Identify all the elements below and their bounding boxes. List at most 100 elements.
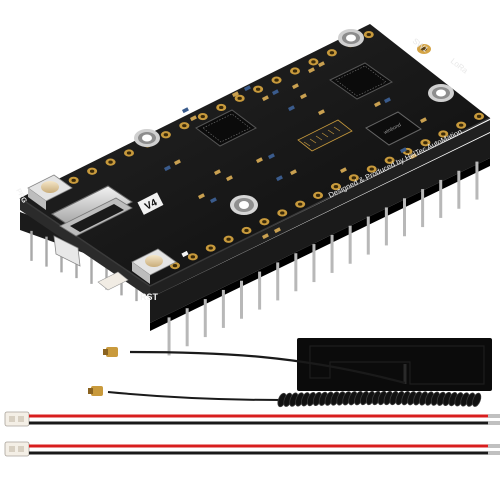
pad-hole [237,96,242,100]
smd-part [272,89,279,96]
header-pin [348,225,352,264]
lora-chip [329,62,393,100]
pad-hole [71,178,76,182]
smd-part [189,115,197,122]
pad-hole [366,32,371,37]
battery-connector [97,271,129,291]
spring-coil [277,390,482,408]
pad-hole [108,160,113,164]
smd-part [317,61,325,68]
smd-part [373,101,381,108]
header-pin [421,189,425,228]
pad-hole [226,237,231,241]
silk-version: V4 [143,197,159,213]
header-pin [240,280,243,319]
pad-hole [292,69,298,73]
smd-part [163,165,171,172]
pad-hole [280,211,285,215]
ipex-connector [417,44,431,54]
pad-hole [333,185,339,189]
pad-hole [182,124,187,128]
mounting-holes [134,29,454,215]
rst-button[interactable]: RST [131,248,177,302]
header-pin [366,216,370,255]
pad-hole [423,141,428,145]
board-edge-front [150,120,490,298]
pad-hole [274,78,279,82]
header-pin [185,308,189,347]
smd-part [307,67,315,74]
mounting-hole-right [428,84,454,102]
battery-cable-2 [4,441,500,457]
header-pin [45,236,48,267]
pad-hole [458,123,464,127]
pad-hole [172,264,178,268]
version-badge: V4 [137,192,164,215]
smd-part [273,227,281,234]
smd-part [256,157,263,164]
smd-part [289,169,297,176]
flash-chip: winbond [365,111,422,146]
header-pin [30,230,33,261]
pad-hole [255,87,261,91]
header-pin [203,299,207,338]
smd-part [182,107,189,114]
smd-part [383,97,391,104]
smd-part [262,95,269,102]
pad-hole [441,132,446,136]
smd-part [400,147,407,154]
header-pin [90,253,93,284]
smd-part [340,167,347,174]
pad-hole [200,114,205,119]
pad-hole [89,169,95,173]
rst-label: RST [140,292,159,302]
header-pin [475,161,479,200]
smd-part [300,93,307,100]
smd-part [244,85,251,92]
smd-part [410,153,417,160]
pad-hole [163,133,169,137]
pad-hole [351,176,357,180]
header-pin [384,207,388,246]
pad-hole [311,60,316,64]
pad-hole [387,158,392,162]
display-connector [297,119,353,152]
smd-part [317,109,325,116]
pad-hole [208,246,213,250]
header-pin [105,259,108,290]
smd-part [210,197,217,204]
header-pin [439,179,443,218]
smd-part [267,153,275,160]
mcu-chip [195,109,257,147]
pad-hole [190,255,196,259]
smd-part [288,105,295,112]
prg-button[interactable]: PRG [14,174,73,210]
smd-part [231,91,239,98]
spring-ipex-plug [88,386,103,396]
smd-part [262,233,269,240]
pad-hole [476,114,482,118]
smd-part [420,117,427,124]
bottom-pin-header [150,133,490,356]
mounting-hole-top [338,29,364,47]
header-pin [330,234,334,273]
pad-hole [219,105,224,110]
fpc-ipex-plug [103,347,118,357]
smd-part [198,193,205,200]
header-pin [457,170,461,209]
pad-hole [262,220,267,224]
bottom-pins [167,161,479,356]
pad-hole [369,167,374,171]
pad-hole [329,51,335,55]
header-pin [258,271,262,310]
battery-cable-1 [4,411,500,427]
mounting-hole-left [134,129,160,147]
header-pin [294,253,298,292]
pad-hole [315,193,321,197]
header-pin [276,262,280,301]
pad-hole [126,151,132,155]
smd-components [163,61,427,240]
pad-hole [405,149,410,154]
spring-antenna [88,386,482,408]
